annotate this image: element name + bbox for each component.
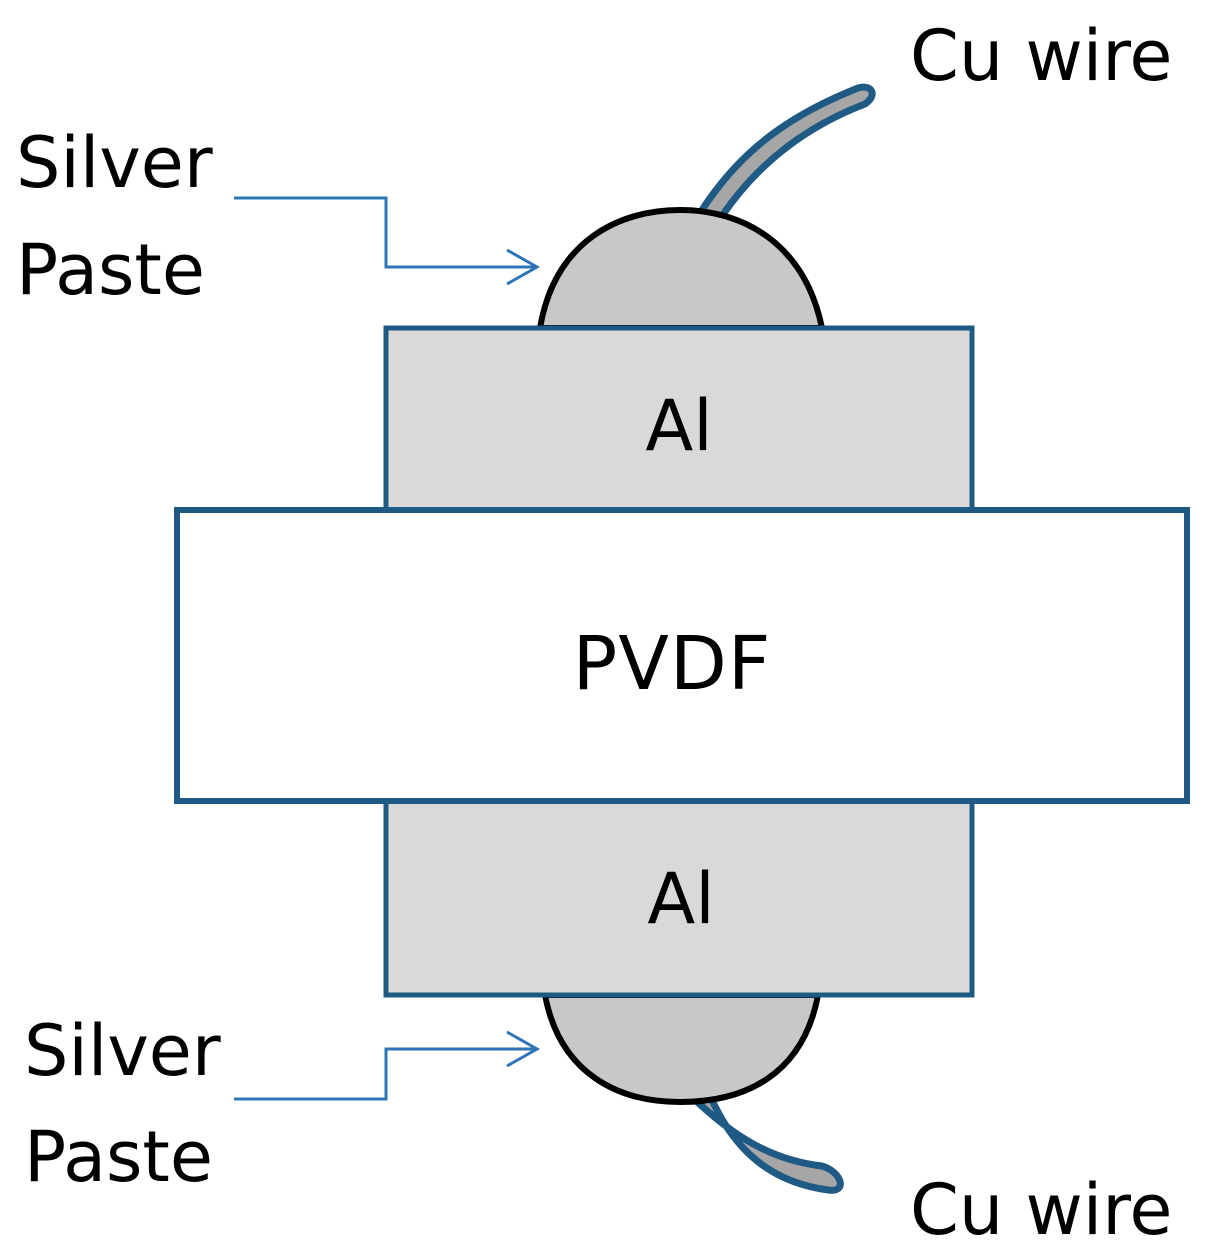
al-top-label: Al [645, 385, 712, 467]
al-electrode-bottom [383, 797, 975, 998]
silver-paste-bottom-leader [234, 1047, 537, 1101]
silver-paste-top-leader [234, 196, 537, 269]
cu-wire-top [696, 83, 876, 220]
silver-paste-bottom-label-line2: Paste [24, 1116, 213, 1198]
silver-paste-top-arrowhead [506, 248, 541, 286]
cu-wire-top-label: Cu wire [910, 15, 1173, 97]
pvdf-film [174, 507, 1190, 804]
al-electrode-top [383, 325, 975, 515]
silver-paste-top-label-line2: Paste [16, 229, 205, 311]
silver-paste-bottom [541, 992, 822, 1106]
pvdf-label: PVDF [573, 621, 772, 707]
al-bottom-label: Al [647, 858, 714, 940]
cu-wire-bottom [689, 1094, 844, 1194]
silver-paste-bottom-label-line1: Silver [24, 1010, 221, 1092]
silver-paste-top [536, 206, 826, 331]
silver-paste-bottom-arrowhead [506, 1030, 541, 1068]
cu-wire-bottom-label: Cu wire [910, 1169, 1173, 1251]
silver-paste-top-label-line1: Silver [16, 122, 213, 204]
